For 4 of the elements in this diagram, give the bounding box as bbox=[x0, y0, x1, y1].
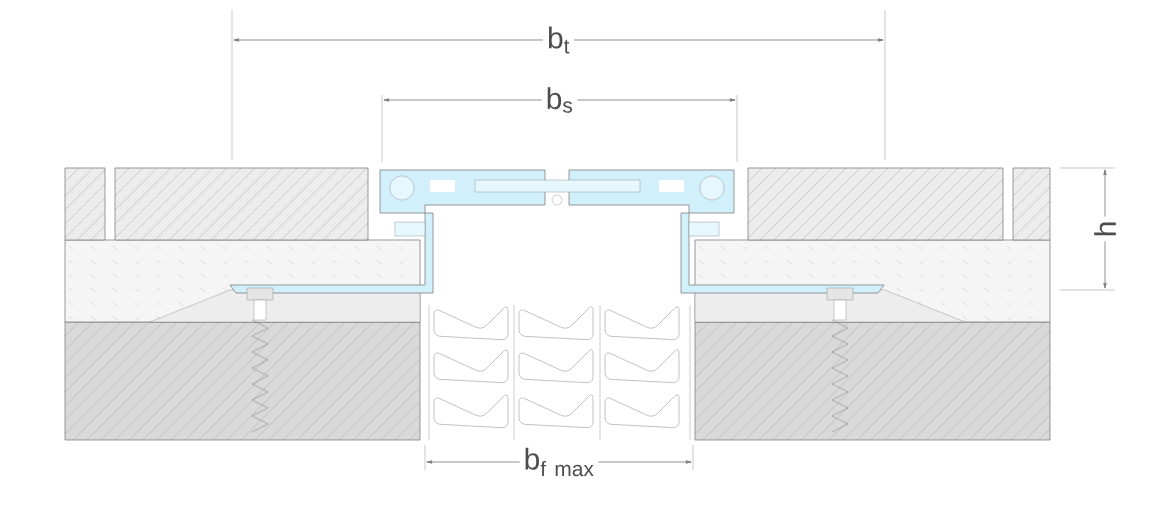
dimension-label: $\mathrm{b}_{\mathrm{s}}$ bbox=[541, 83, 578, 117]
dimension-label: $\mathrm{h}$ bbox=[1090, 216, 1120, 242]
dimension-label: $\mathrm{b}_{\mathrm{f\ max}}$ bbox=[519, 443, 599, 481]
dimension-label: $\mathrm{b}_{\mathrm{t}}$ bbox=[543, 22, 574, 58]
